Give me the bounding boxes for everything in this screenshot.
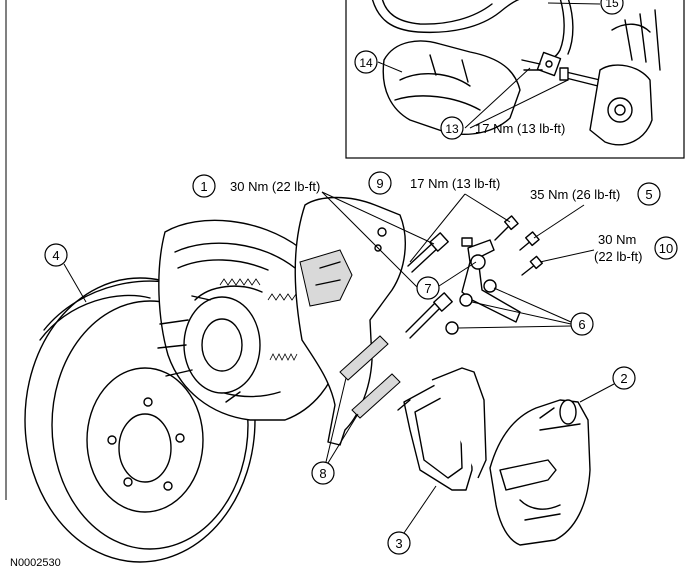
callout-9: 9 17 Nm (13 lb-ft)	[368, 171, 511, 263]
callout-2-number: 2	[620, 371, 627, 386]
callout-1-number: 1	[200, 179, 207, 194]
slide-pins	[339, 335, 401, 419]
callout-14-number: 14	[359, 56, 373, 70]
rotor-hat	[86, 367, 204, 513]
caliper	[489, 399, 591, 546]
pad-inner	[431, 367, 487, 479]
callout-4-number: 4	[52, 248, 59, 263]
callout-15-number: 15	[605, 0, 619, 10]
nut-6a	[459, 293, 473, 307]
inset-bolt-2	[565, 71, 601, 87]
callout-6: 6	[457, 287, 594, 336]
wheel-studs	[157, 295, 241, 403]
callout-15: 15	[600, 0, 624, 15]
callout-8-number: 8	[319, 466, 326, 481]
bolt-9	[494, 224, 511, 241]
callout-3-number: 3	[395, 536, 402, 551]
small-bolts	[494, 215, 543, 276]
callout-10-torque-line2: (22 lb-ft)	[594, 249, 642, 264]
inset-detail	[345, 0, 685, 159]
spring-lower	[269, 353, 298, 361]
hub	[183, 296, 261, 394]
abs-bracket	[445, 237, 521, 335]
callout-14: 14	[354, 50, 378, 74]
caliper-bracket-bolts	[405, 232, 453, 339]
bolt-lower-shank	[405, 299, 443, 339]
callout-5-number: 5	[645, 187, 652, 202]
callout-1-torque: 30 Nm (22 lb-ft)	[230, 179, 320, 194]
callout-9-number: 9	[376, 176, 383, 191]
nut-6c	[445, 321, 459, 335]
figure-id: N0002530	[10, 557, 61, 569]
callout-7: 7	[416, 261, 477, 300]
callout-4: 4	[44, 243, 87, 303]
nut-6b	[483, 279, 497, 293]
callout-3: 3	[387, 485, 437, 555]
callout-10: 30 Nm (22 lb-ft) 10	[539, 232, 678, 264]
rotor-center-hole	[118, 413, 172, 483]
callout-1: 1 30 Nm (22 lb-ft)	[192, 174, 435, 299]
callout-5: 35 Nm (26 lb-ft) 5	[530, 182, 661, 239]
inset-brake-hose	[371, 0, 520, 34]
slide-pin-upper	[339, 335, 389, 381]
callout-10-number: 10	[659, 241, 673, 256]
inset-knuckle	[382, 40, 521, 135]
brake-pads	[397, 367, 487, 491]
callout-5-torque: 35 Nm (26 lb-ft)	[530, 187, 620, 202]
callout-13-torque: 17 Nm (13 lb-ft)	[475, 121, 565, 136]
callout-7-number: 7	[424, 281, 431, 296]
callout-9-torque: 17 Nm (13 lb-ft)	[410, 176, 500, 191]
caliper-bleeder	[559, 399, 577, 425]
spring-upper	[219, 278, 261, 286]
callout-13: 13 17 Nm (13 lb-ft)	[440, 116, 565, 140]
inset-bolt-1	[521, 59, 543, 71]
inset-bracket	[536, 51, 562, 77]
callout-2: 2	[579, 366, 636, 403]
callout-10-torque-line1: 30 Nm	[598, 232, 636, 247]
callout-13-number: 13	[445, 122, 459, 136]
knuckle	[294, 196, 406, 446]
callout-8: 8	[311, 377, 359, 485]
callout-6-number: 6	[578, 317, 585, 332]
